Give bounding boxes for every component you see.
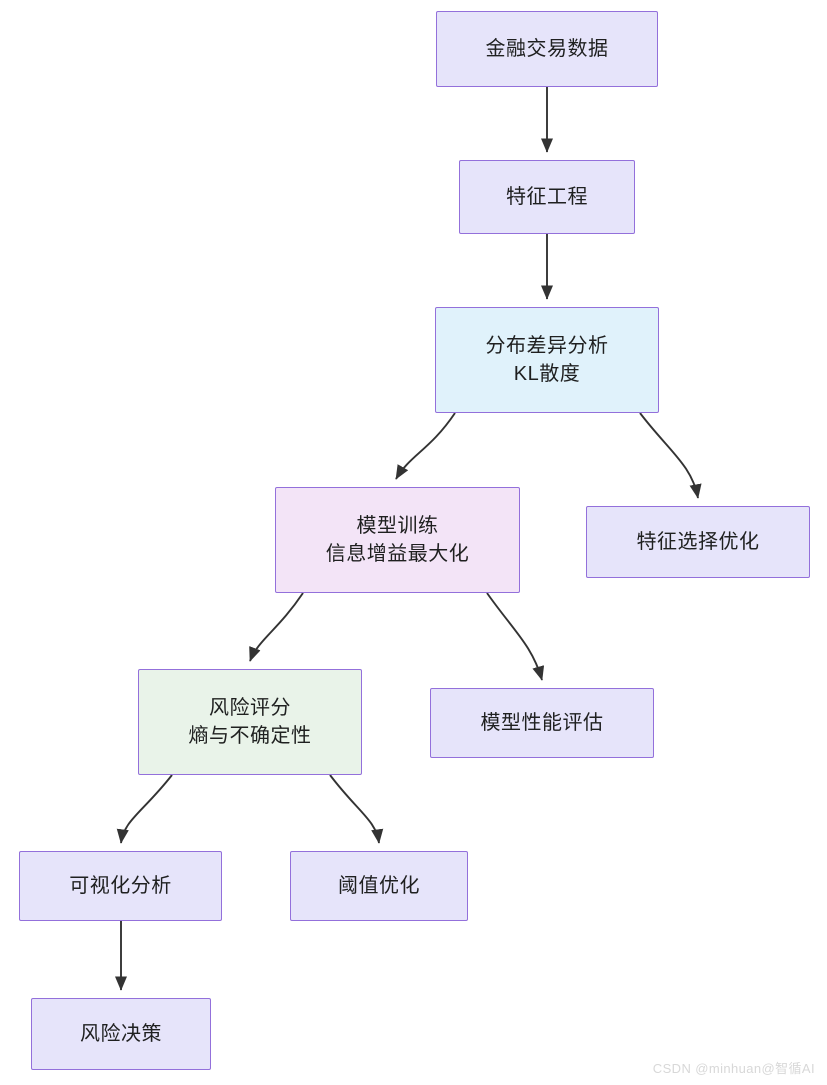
flow-node-n1[interactable]: 金融交易数据 — [436, 11, 658, 87]
flow-node-label: 模型训练 — [356, 514, 439, 537]
flow-node-label: 风险评分 — [209, 696, 291, 719]
watermark: CSDN @minhuan@智循AI — [652, 1061, 815, 1076]
flow-node-n7[interactable]: 模型性能评估 — [430, 688, 654, 758]
flow-edge-n6-to-n9 — [329, 774, 384, 844]
flow-node-sublabel: 信息增益最大化 — [325, 543, 470, 565]
flow-edge-n4-to-n6 — [249, 592, 304, 662]
flow-edge-n6-to-n8 — [116, 774, 173, 844]
flow-node-n6[interactable]: 风险评分熵与不确定性 — [138, 669, 362, 775]
flow-node-label: 特征选择优化 — [636, 530, 760, 553]
flow-node-n9[interactable]: 阈值优化 — [290, 851, 468, 921]
flow-node-n10[interactable]: 风险决策 — [31, 998, 211, 1070]
flow-node-label: 可视化分析 — [69, 874, 172, 897]
flow-node-n2[interactable]: 特征工程 — [459, 160, 635, 234]
flow-node-label: 模型性能评估 — [480, 711, 604, 734]
flow-node-sublabel: 熵与不确定性 — [188, 725, 312, 747]
flow-node-label: 分布差异分析 — [485, 334, 609, 357]
flow-edge-n3-to-n4 — [395, 412, 456, 480]
flow-edge-n4-to-n7 — [486, 592, 545, 681]
flow-node-sublabel: KL散度 — [513, 363, 581, 385]
flow-node-label: 特征工程 — [506, 185, 588, 208]
flow-node-n3[interactable]: 分布差异分析 KL散度 — [435, 307, 659, 413]
flow-node-label: 金融交易数据 — [485, 37, 609, 60]
flow-edge-n3-to-n5 — [639, 412, 702, 499]
flow-node-label: 风险决策 — [80, 1022, 162, 1045]
flow-node-n5[interactable]: 特征选择优化 — [586, 506, 810, 578]
flow-node-label: 阈值优化 — [338, 874, 420, 897]
flow-node-n4[interactable]: 模型训练信息增益最大化 — [275, 487, 520, 593]
flow-node-n8[interactable]: 可视化分析 — [19, 851, 222, 921]
